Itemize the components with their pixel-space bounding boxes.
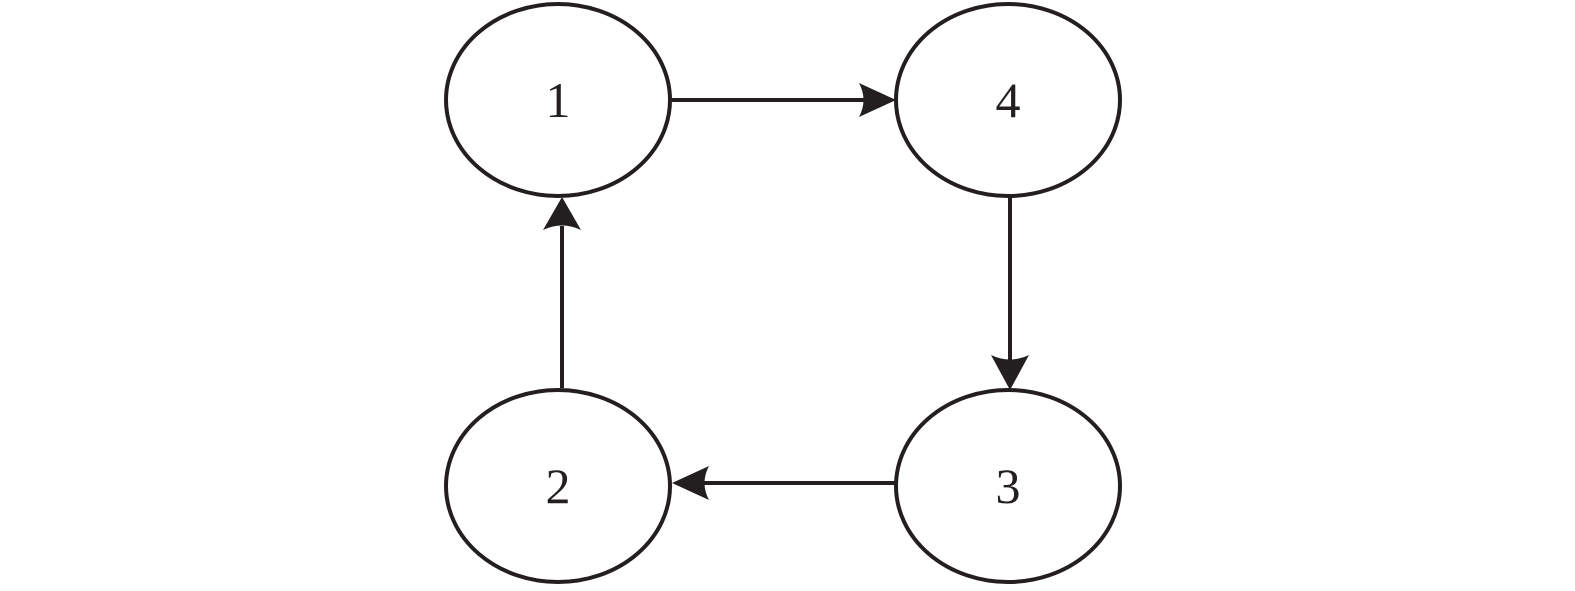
node-4-ellipse bbox=[894, 2, 1122, 198]
node-2: 2 bbox=[444, 388, 672, 584]
edge-1-to-4 bbox=[672, 83, 896, 117]
edge-3-to-2 bbox=[672, 466, 896, 500]
arrowhead-into-node-2 bbox=[672, 466, 709, 500]
node-2-ellipse bbox=[444, 388, 672, 584]
node-2-label: 2 bbox=[546, 458, 571, 514]
node-4: 4 bbox=[894, 2, 1122, 198]
node-4-label: 4 bbox=[996, 72, 1021, 128]
nodes: 1 4 3 2 bbox=[444, 2, 1122, 584]
arrowhead-into-node-3 bbox=[991, 355, 1029, 390]
edges bbox=[543, 83, 1029, 500]
node-3-ellipse bbox=[894, 388, 1122, 584]
arrowhead-into-node-4 bbox=[859, 83, 896, 117]
arrowhead-into-node-1 bbox=[543, 197, 581, 230]
node-3-label: 3 bbox=[996, 458, 1021, 514]
node-1-label: 1 bbox=[546, 72, 571, 128]
edge-2-to-1 bbox=[543, 197, 581, 388]
node-3: 3 bbox=[894, 388, 1122, 584]
node-1-ellipse bbox=[444, 2, 672, 198]
node-1: 1 bbox=[444, 2, 672, 198]
edge-4-to-3 bbox=[991, 196, 1029, 390]
